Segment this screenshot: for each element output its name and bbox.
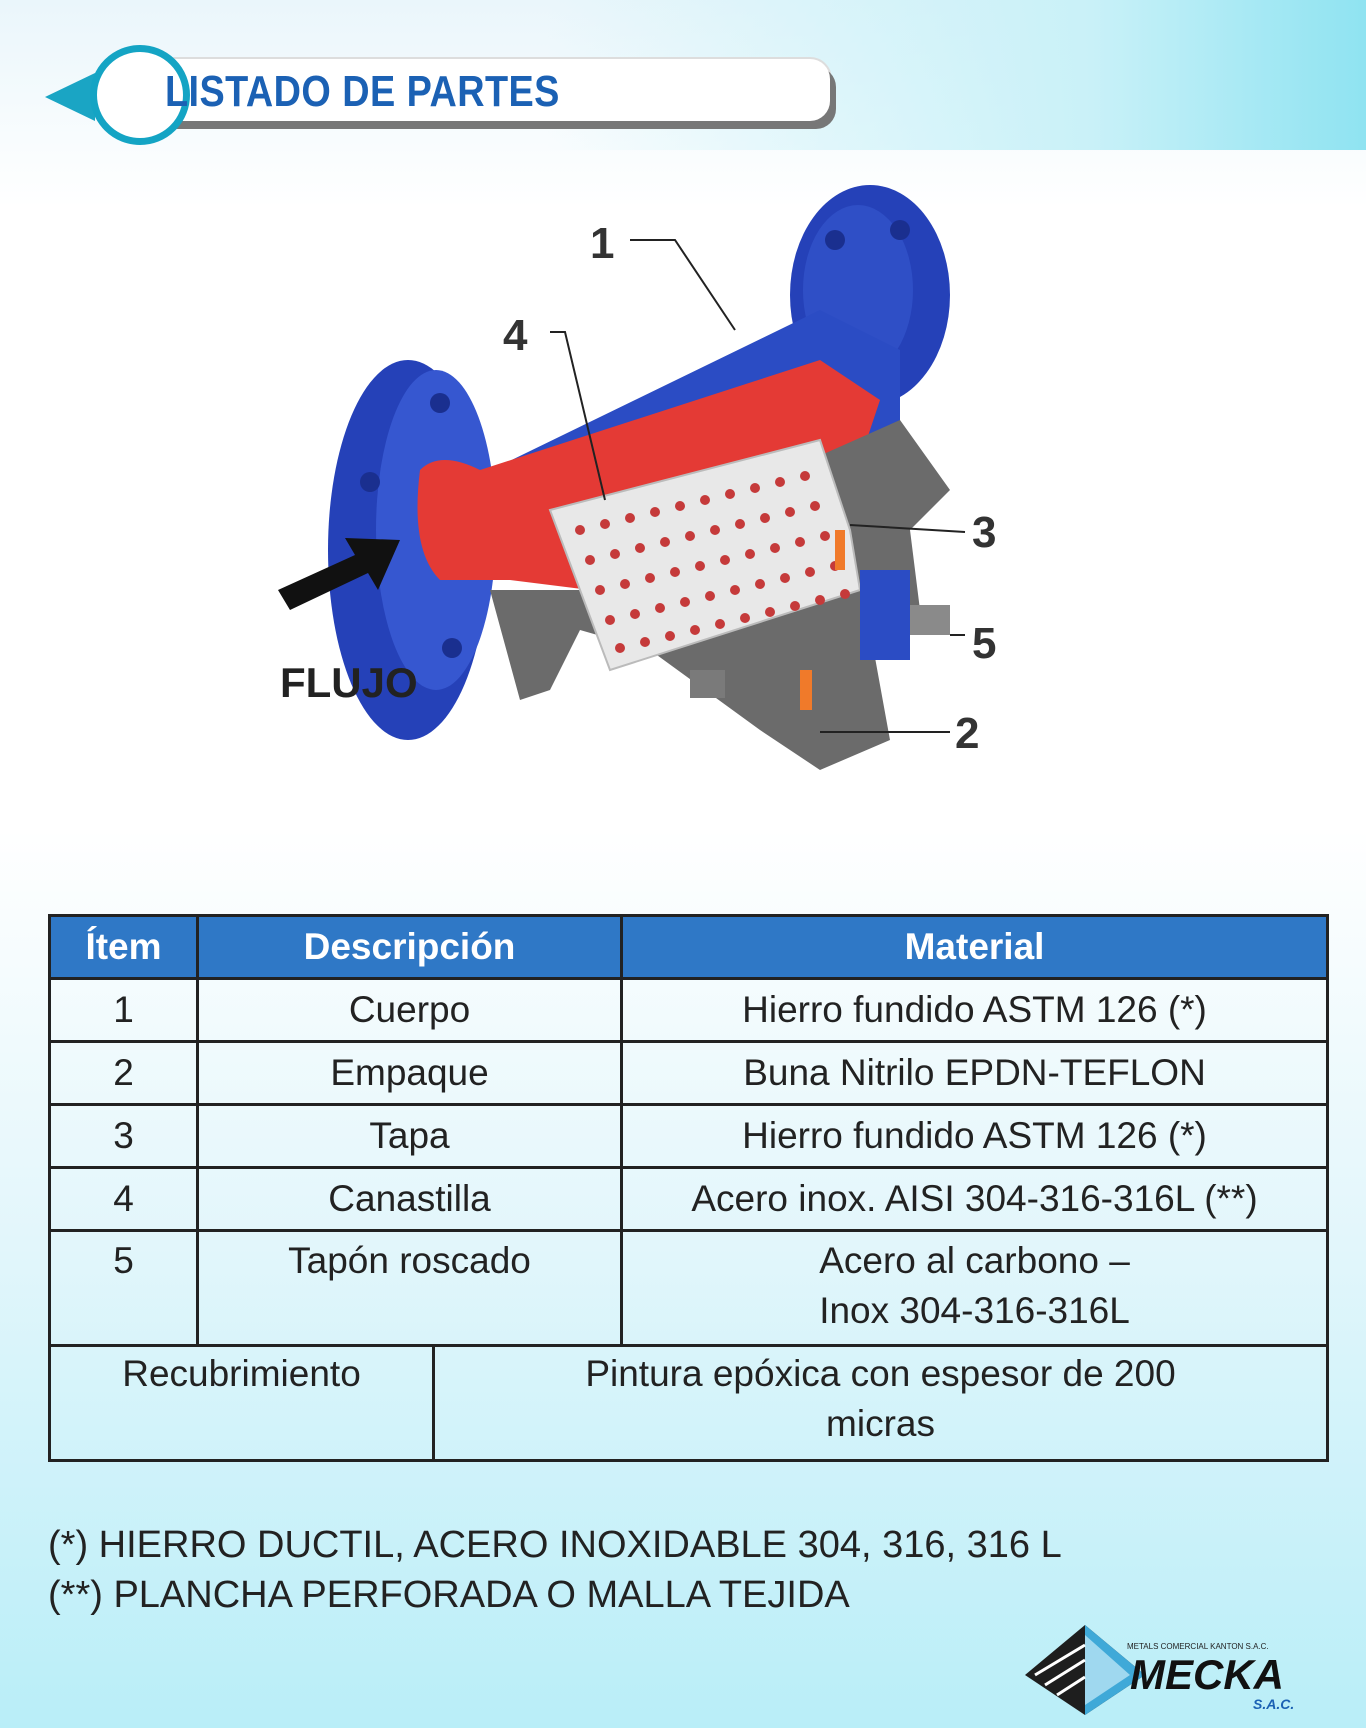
flow-arrow-icon: [278, 538, 400, 610]
cell-item: 5: [48, 1229, 199, 1347]
callout-2: 2: [955, 709, 979, 758]
footnotes: (*) HIERRO DUCTIL, ACERO INOXIDABLE 304,…: [48, 1520, 1062, 1620]
cell-material: Acero al carbono – Inox 304-316-316L: [620, 1229, 1330, 1347]
header-arrow-icon: [45, 73, 95, 121]
coating-label: Recubrimiento: [48, 1344, 435, 1462]
cell-description: Canastilla: [195, 1166, 624, 1232]
footnote-2: (**) PLANCHA PERFORADA O MALLA TEJIDA: [48, 1574, 850, 1616]
page-title: LISTADO DE PARTES: [165, 67, 560, 116]
cell-material-line2: Inox 304-316-316L: [819, 1290, 1130, 1331]
cell-item: 4: [48, 1166, 199, 1232]
gasket-bottom: [800, 670, 812, 710]
cell-material-line1: Acero al carbono –: [819, 1240, 1130, 1281]
cell-material: Hierro fundido ASTM 126 (*): [620, 977, 1330, 1043]
cell-material: Hierro fundido ASTM 126 (*): [620, 1103, 1330, 1169]
table-header-row: Ítem Descripción Material: [48, 914, 1330, 980]
callout-4: 4: [503, 311, 528, 360]
cell-item: 1: [48, 977, 199, 1043]
leader-line-4: [550, 331, 606, 501]
valve-cutaway-diagram: 1 2 3 4 5 FLUJO: [278, 185, 996, 770]
table-row: 5 Tapón roscado Acero al carbono – Inox …: [48, 1229, 1330, 1347]
table-row: 4 Canastilla Acero inox. AISI 304-316-31…: [48, 1166, 1330, 1232]
threaded-plug: [910, 605, 950, 635]
company-logo: METALS COMERCIAL KANTON S.A.C. MECKA S.A…: [1025, 1625, 1294, 1715]
cell-item: 3: [48, 1103, 199, 1169]
callout-5: 5: [972, 619, 996, 668]
valve-interior: [417, 360, 880, 590]
coating-value-line2: micras: [826, 1403, 935, 1444]
callout-3: 3: [972, 508, 996, 557]
header-item: Ítem: [48, 914, 199, 980]
table-row: 3 Tapa Hierro fundido ASTM 126 (*): [48, 1103, 1330, 1169]
cell-item: 2: [48, 1040, 199, 1106]
leader-line-3: [849, 524, 966, 533]
drain-bolt: [690, 670, 725, 698]
callout-1: 1: [590, 219, 614, 268]
header-ring-icon: [90, 45, 190, 145]
strainer-cap: [860, 570, 910, 660]
header-material: Material: [620, 914, 1330, 980]
gasket-top: [835, 530, 845, 570]
table-row: 1 Cuerpo Hierro fundido ASTM 126 (*): [48, 977, 1330, 1043]
cell-description: Tapón roscado: [195, 1229, 624, 1347]
header-pill: [115, 59, 830, 121]
logo-suffix: S.A.C.: [1253, 1696, 1294, 1712]
cell-description: Cuerpo: [195, 977, 624, 1043]
logo-company-name: METALS COMERCIAL KANTON S.A.C.: [1127, 1642, 1269, 1651]
header-description: Descripción: [195, 914, 624, 980]
cell-description: Empaque: [195, 1040, 624, 1106]
leader-line-1: [630, 239, 736, 331]
pyramid-logo-icon: [1025, 1625, 1145, 1715]
coating-value-line1: Pintura epóxica con espesor de 200: [585, 1353, 1176, 1394]
logo-brand-name: MECKA: [1130, 1651, 1284, 1698]
cell-material: Buna Nitrilo EPDN-TEFLON: [620, 1040, 1330, 1106]
flow-label: FLUJO: [280, 659, 418, 706]
coating-value: Pintura epóxica con espesor de 200 micra…: [431, 1344, 1330, 1462]
section-header: LISTADO DE PARTES: [45, 45, 830, 145]
table-row: 2 Empaque Buna Nitrilo EPDN-TEFLON: [48, 1040, 1330, 1106]
cell-description: Tapa: [195, 1103, 624, 1169]
footnote-1: (*) HIERRO DUCTIL, ACERO INOXIDABLE 304,…: [48, 1524, 1062, 1566]
parts-table: Ítem Descripción Material 1 Cuerpo Hierr…: [48, 914, 1330, 1462]
coating-row: Recubrimiento Pintura epóxica con espeso…: [48, 1344, 1330, 1462]
cell-material: Acero inox. AISI 304-316-316L (**): [620, 1166, 1330, 1232]
strainer-basket: [548, 438, 862, 672]
